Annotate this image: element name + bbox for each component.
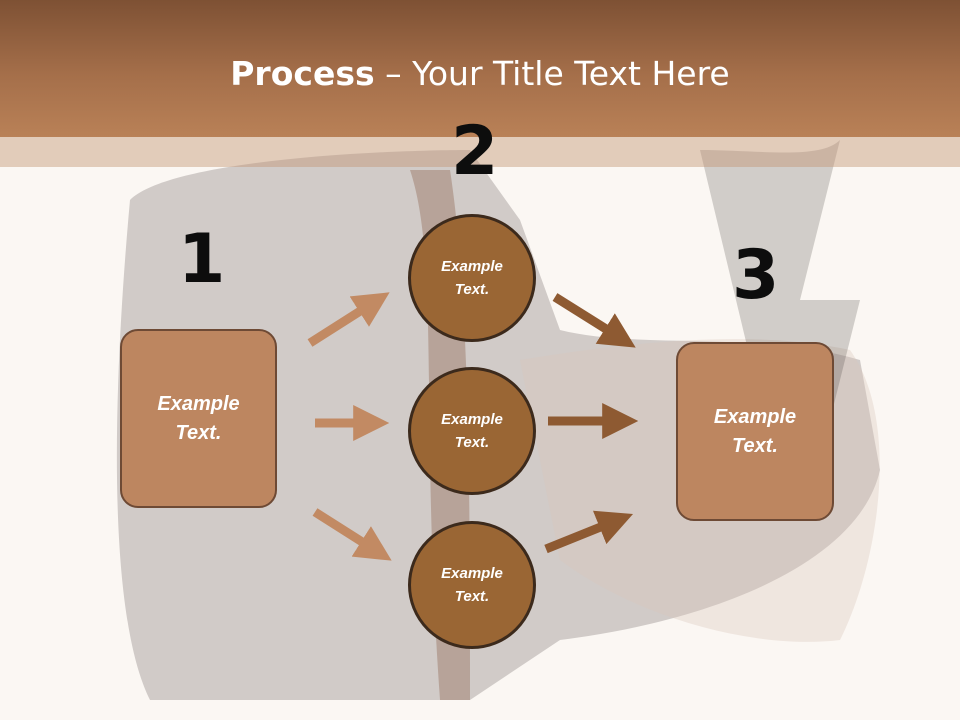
- circle-bottom-text: Example Text.: [441, 565, 503, 605]
- circle-middle-text: Example Text.: [441, 411, 503, 451]
- step-number-3: 3: [732, 236, 780, 315]
- step-number-1: 1: [178, 220, 226, 299]
- circle-bottom: Example Text.: [408, 521, 536, 649]
- arrow-left-to-bottom: [312, 508, 392, 561]
- title-band: [0, 0, 960, 137]
- circle-top-text: Example Text.: [441, 258, 503, 298]
- slide-title: Process – Your Title Text Here: [0, 52, 960, 96]
- step-number-2: 2: [451, 112, 499, 191]
- circle-top: Example Text.: [408, 214, 536, 342]
- title-bold: Process: [230, 54, 375, 93]
- arrow-top-to-right: [552, 293, 636, 348]
- title-strip: [0, 137, 960, 167]
- right-box: Example Text.: [676, 342, 834, 521]
- arrow-left-to-top: [307, 292, 390, 347]
- left-box-text: Example Text.: [157, 392, 240, 444]
- right-box-text: Example Text.: [713, 405, 797, 457]
- left-box: Example Text.: [120, 329, 277, 508]
- arrow-bottom-to-right: [544, 510, 634, 554]
- title-rest: – Your Title Text Here: [374, 54, 730, 93]
- circle-middle: Example Text.: [408, 367, 536, 495]
